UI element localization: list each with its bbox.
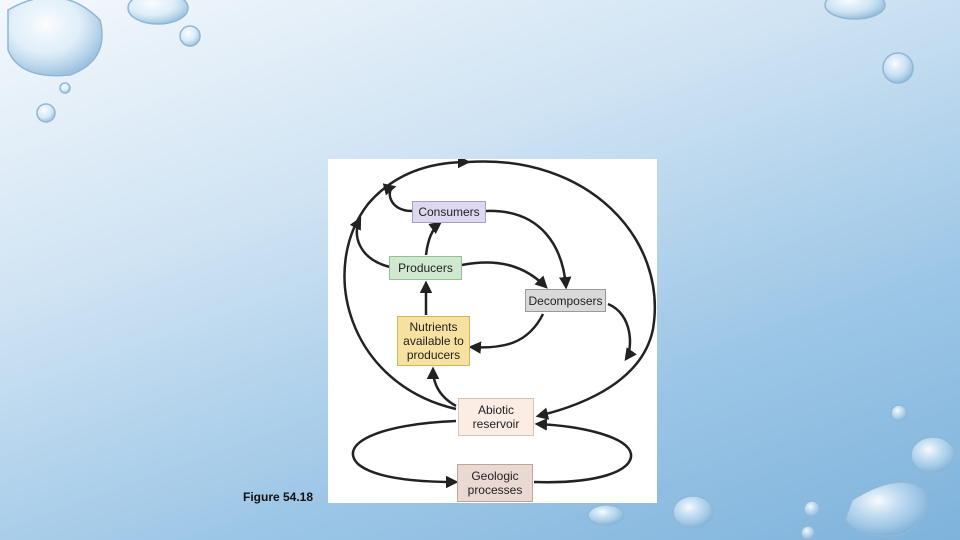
arrow-abiotic-to-geologic xyxy=(351,419,459,489)
geologic-processes-node: Geologic processes xyxy=(457,464,533,502)
producers-label: Producers xyxy=(398,261,453,275)
arrow-producers-loop xyxy=(349,216,391,269)
nutrients-label: Nutrients available to producers xyxy=(403,320,464,362)
droplet xyxy=(803,500,821,518)
arrow-decomposers-to-nutrients xyxy=(468,313,545,354)
nutrients-node: Nutrients available to producers xyxy=(397,316,470,366)
decomposers-node: Decomposers xyxy=(525,289,606,312)
droplet xyxy=(824,0,886,20)
nutrient-cycle-diagram: Consumers Producers Decomposers Nutrient… xyxy=(328,159,657,503)
arrow-abiotic-to-top xyxy=(343,159,471,411)
cycle-arrows xyxy=(343,159,656,489)
abiotic-reservoir-node: Abiotic reservoir xyxy=(458,398,534,436)
abiotic-reservoir-label: Abiotic reservoir xyxy=(472,403,520,431)
droplet xyxy=(587,504,625,526)
arrow-geologic-to-abiotic xyxy=(533,418,633,484)
droplet xyxy=(672,495,714,529)
arrow-producers-to-decomposers xyxy=(461,261,548,289)
droplet xyxy=(7,0,103,77)
figure-label: Figure 54.18 xyxy=(243,490,314,504)
consumers-label: Consumers xyxy=(418,205,480,219)
droplet xyxy=(844,481,928,537)
droplet xyxy=(910,436,956,474)
droplet xyxy=(800,525,816,540)
arrow-abiotic-to-nutrients xyxy=(426,366,457,408)
decomposers-label: Decomposers xyxy=(528,293,603,308)
droplet xyxy=(882,52,914,84)
droplet xyxy=(127,0,189,25)
consumers-node: Consumers xyxy=(412,201,486,223)
droplet xyxy=(36,103,56,123)
arrow-decomposers-to-right xyxy=(607,302,637,362)
arrow-consumers-loop xyxy=(382,183,413,213)
droplet xyxy=(179,25,201,47)
arrow-top-to-abiotic xyxy=(467,160,656,420)
producers-node: Producers xyxy=(389,256,462,280)
droplet xyxy=(890,404,908,422)
arrow-consumers-to-decomposers xyxy=(485,209,572,290)
geologic-processes-label: Geologic processes xyxy=(467,469,523,497)
droplet xyxy=(59,82,71,94)
arrow-producers-to-consumers xyxy=(424,221,442,256)
